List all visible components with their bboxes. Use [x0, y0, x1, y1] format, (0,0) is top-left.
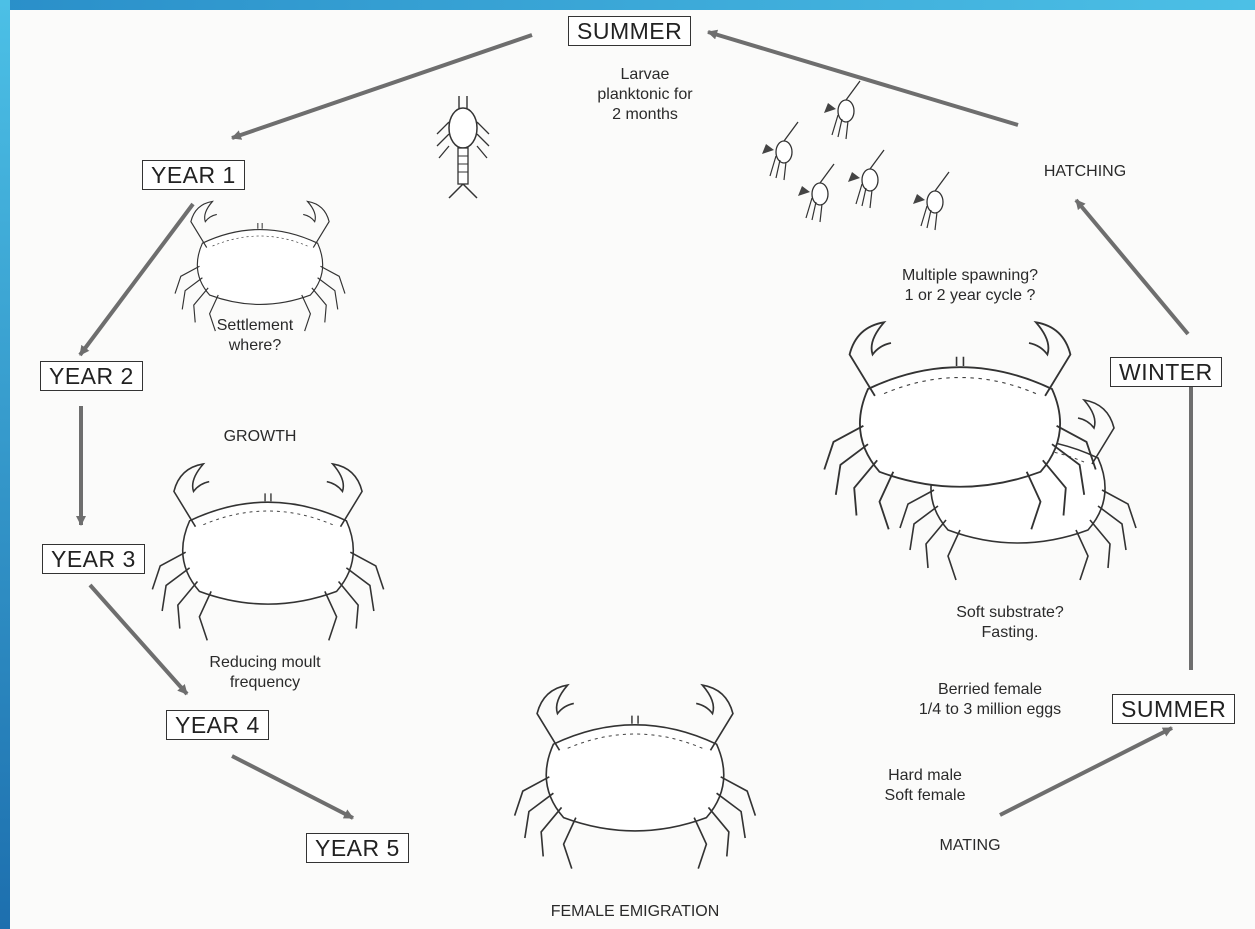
- label-hard-soft: Hard male Soft female: [860, 766, 990, 806]
- stage-summer-right: SUMMER: [1112, 694, 1235, 724]
- stage-year-3: YEAR 3: [42, 544, 145, 574]
- label-growth: GROWTH: [195, 427, 325, 447]
- stage-summer-top: SUMMER: [568, 16, 691, 46]
- stage-year-1: YEAR 1: [142, 160, 245, 190]
- stage-year-4: YEAR 4: [166, 710, 269, 740]
- label-emigration: FEMALE EMIGRATION: [510, 902, 760, 922]
- label-mating: MATING: [920, 836, 1020, 856]
- stage-year-5: YEAR 5: [306, 833, 409, 863]
- larva-icon: [437, 96, 489, 198]
- zoea-icon: [762, 81, 949, 230]
- label-settlement: Settlement where?: [190, 316, 320, 356]
- diagram-artwork: [10, 10, 1255, 929]
- life-cycle-diagram: SUMMER YEAR 1 YEAR 2 YEAR 3 YEAR 4 YEAR …: [10, 10, 1255, 929]
- label-larvae: Larvae planktonic for 2 months: [570, 65, 720, 125]
- label-berried: Berried female 1/4 to 3 million eggs: [885, 680, 1095, 720]
- slide-frame-left: [0, 0, 10, 929]
- slide-frame-top: [0, 0, 1255, 10]
- label-hatching: HATCHING: [1015, 162, 1155, 182]
- stage-year-2: YEAR 2: [40, 361, 143, 391]
- label-moult: Reducing moult frequency: [175, 653, 355, 693]
- label-substrate: Soft substrate? Fasting.: [930, 603, 1090, 643]
- label-spawning: Multiple spawning? 1 or 2 year cycle ?: [870, 266, 1070, 306]
- stage-winter: WINTER: [1110, 357, 1222, 387]
